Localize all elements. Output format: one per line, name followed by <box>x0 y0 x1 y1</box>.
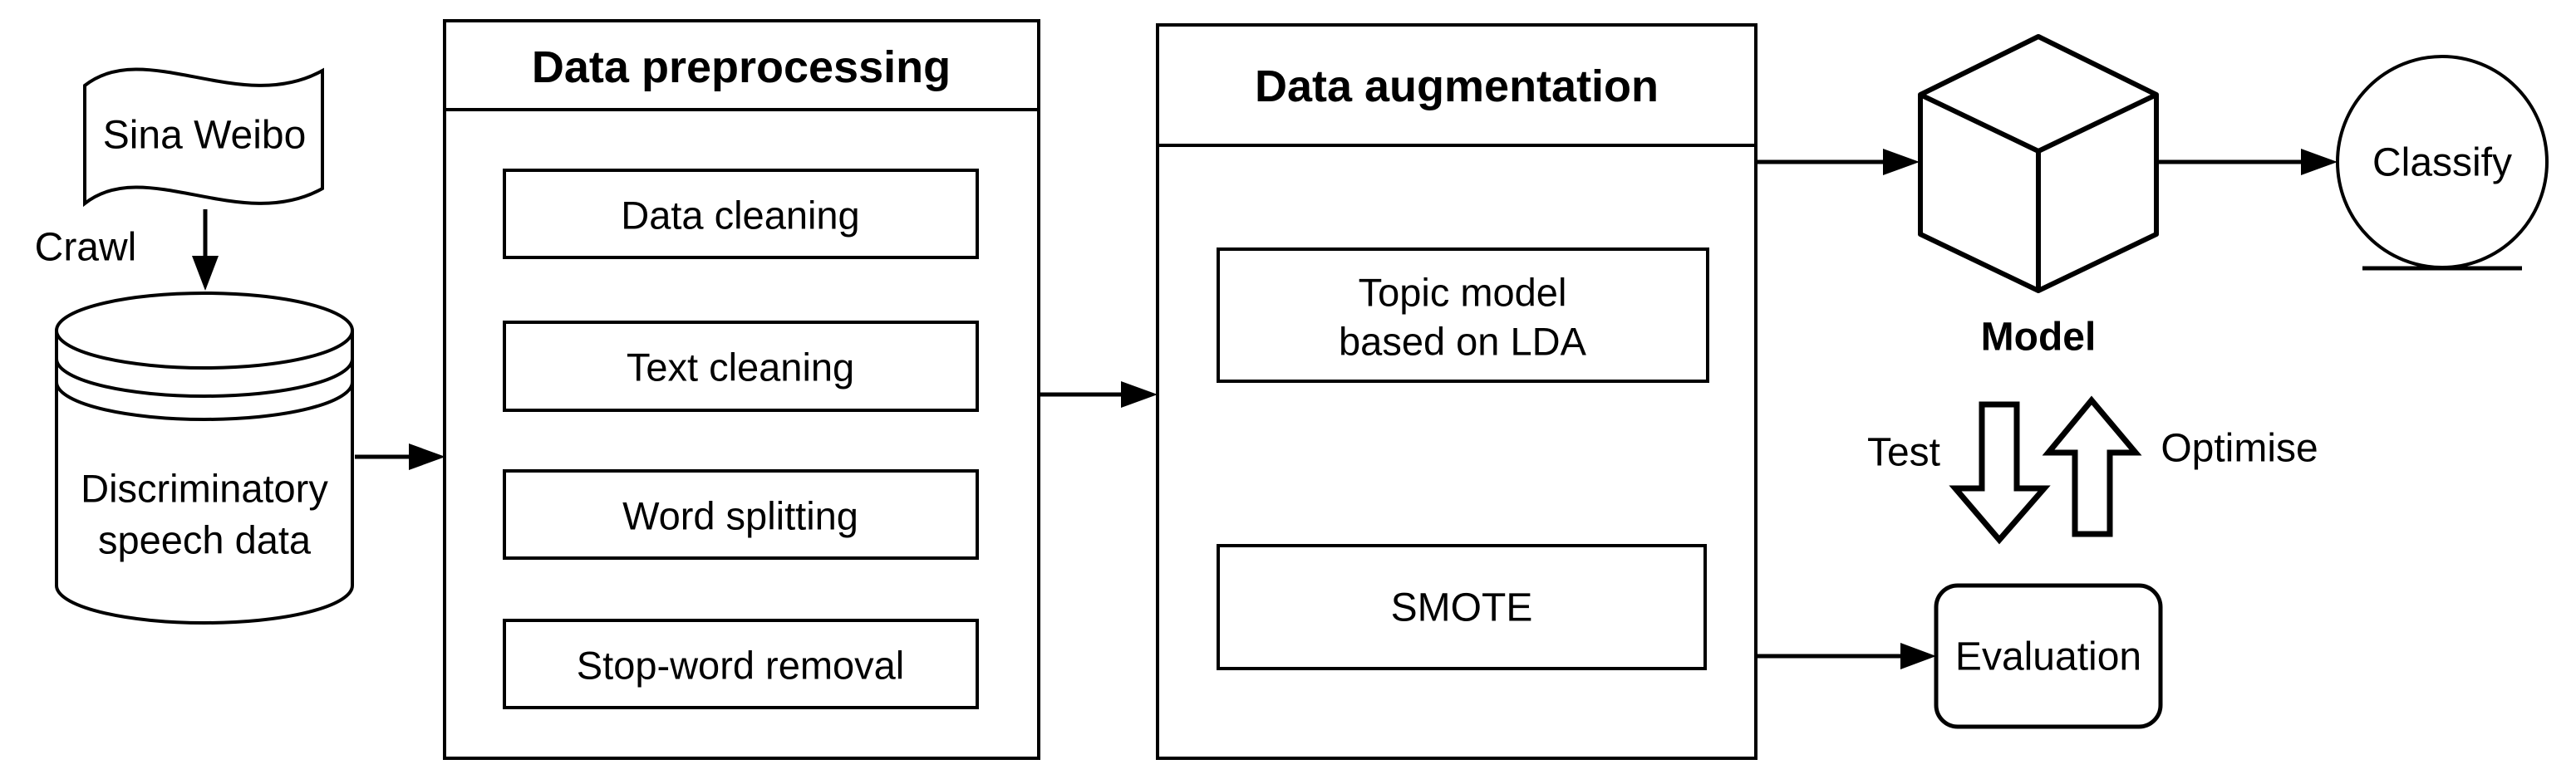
augmentation-title: Data augmentation <box>1255 61 1659 111</box>
step-box-data-cleaning <box>503 169 979 259</box>
preprocessing-title: Data preprocessing <box>532 42 951 92</box>
classify-label: Classify <box>2372 141 2512 185</box>
optimise-up-arrow <box>2042 395 2142 537</box>
test-down-arrow <box>1949 401 2051 545</box>
model-label: Model <box>1981 316 2097 360</box>
step-box-text-cleaning <box>503 321 979 412</box>
step-label-stop-word-removal: Stop-word removal <box>577 644 904 688</box>
arrow-augmentation-to-evaluation-head <box>1900 643 1936 669</box>
step-box-stop-word-removal <box>503 619 979 709</box>
evaluation-label: Evaluation <box>1955 635 2141 679</box>
database-label-line2: speech data <box>98 518 312 562</box>
step-label-text-cleaning: Text cleaning <box>627 345 854 390</box>
evaluation-box <box>1934 583 2163 729</box>
step-label-data-cleaning: Data cleaning <box>621 194 859 238</box>
database-label-line1: Discriminatory <box>81 467 328 511</box>
arrow-augmentation-to-model-head <box>1883 149 1920 175</box>
arrow-model-to-classify-head <box>2301 149 2338 175</box>
optimise-label: Optimise <box>2161 427 2318 471</box>
database-cylinder-disk-line-2 <box>55 381 354 421</box>
crawl-label: Crawl <box>35 226 137 270</box>
database-cylinder-top <box>55 292 354 370</box>
database-cylinder-disk-line-1 <box>55 358 354 398</box>
test-label: Test <box>1867 431 1940 475</box>
step-box-word-splitting <box>503 469 979 560</box>
topic-model-label-line2: based on LDA <box>1339 320 1587 364</box>
sina-weibo-flag-shape <box>83 67 324 208</box>
topic-model-box <box>1217 247 1709 383</box>
topic-model-label-line1: Topic model <box>1359 271 1567 315</box>
arrow-db-to-preprocessing-head <box>409 443 445 470</box>
crawl-arrow-head <box>192 256 219 291</box>
smote-label: SMOTE <box>1391 586 1533 630</box>
augmentation-box <box>1156 23 1757 760</box>
arrow-preprocessing-to-augmentation-head <box>1121 381 1158 408</box>
step-label-word-splitting: Word splitting <box>622 494 858 538</box>
sina-weibo-label: Sina Weibo <box>103 114 307 158</box>
database-cylinder-body <box>55 331 354 625</box>
preprocessing-box <box>443 19 1040 760</box>
smote-box <box>1217 544 1707 670</box>
